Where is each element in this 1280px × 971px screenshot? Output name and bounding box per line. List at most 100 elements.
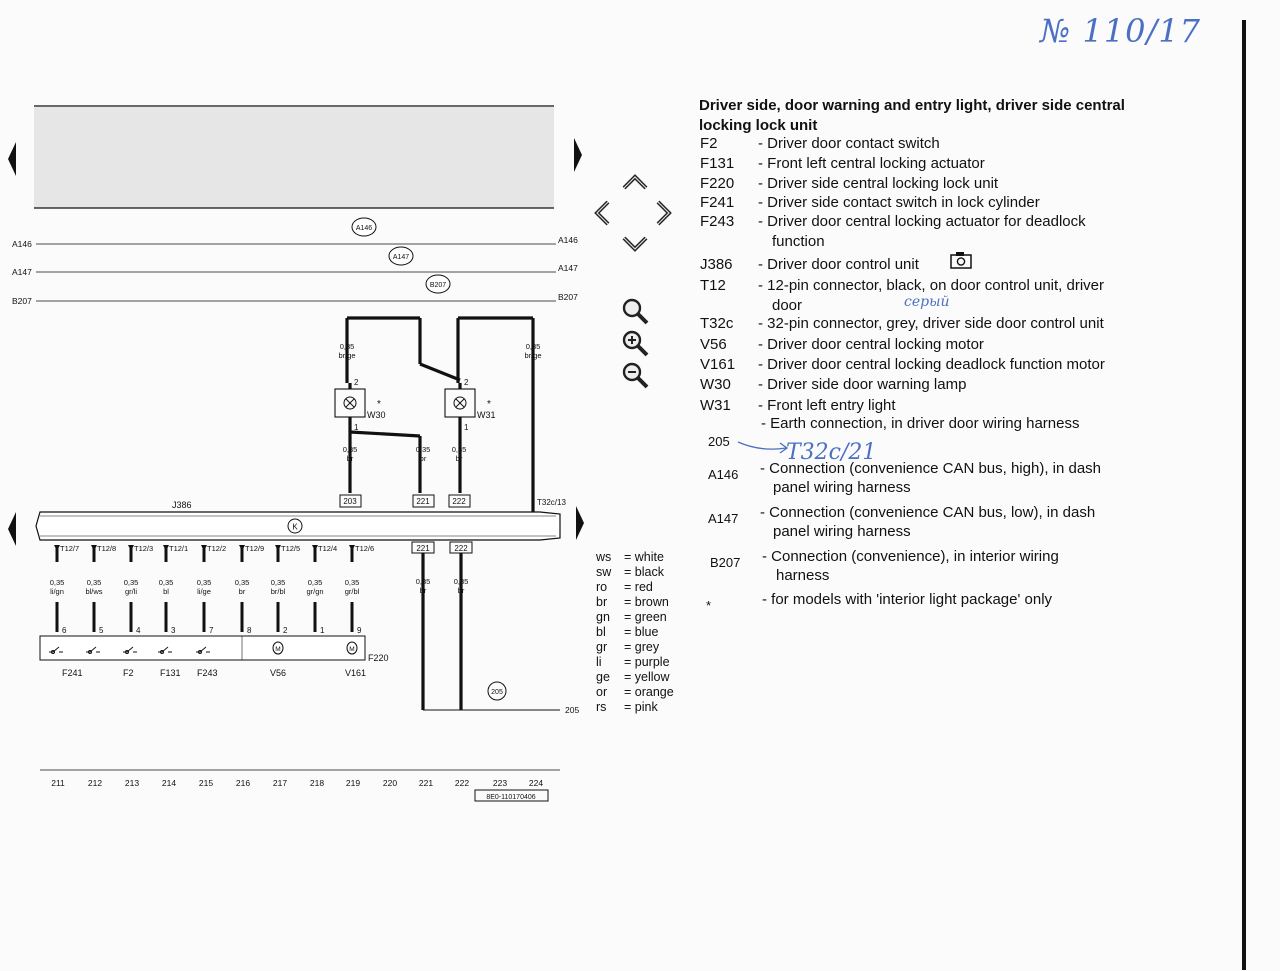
legend-code: F220 <box>700 175 735 192</box>
wire-size: 0,35 <box>124 578 139 587</box>
wire-size: 0,35 <box>271 578 286 587</box>
motor-icon <box>346 641 358 655</box>
page-next-arrow-bottom-icon[interactable] <box>574 504 586 547</box>
component-label: V161 <box>345 668 366 678</box>
color-equals: = <box>624 595 635 609</box>
scroll-down-icon[interactable] <box>620 234 650 259</box>
wire-color: gr/li <box>125 587 137 596</box>
lamp-pin-bottom: 1 <box>354 423 359 432</box>
camera-icon[interactable] <box>950 251 972 274</box>
wire-color: br <box>420 586 427 595</box>
bus-connection-label: A147 <box>393 254 409 261</box>
grid-number: 212 <box>88 778 102 788</box>
color-name: yellow <box>634 670 670 684</box>
lamp-cross <box>455 398 465 408</box>
color-equals: = <box>624 565 635 579</box>
page-prev-arrow-bottom-icon[interactable] <box>6 510 18 553</box>
page-next-arrow-top-icon[interactable] <box>572 136 584 179</box>
grid-number: 211 <box>51 778 65 788</box>
color-legend-item: gr= grey <box>596 640 659 655</box>
legend-description: - 12-pin connector, black, on door contr… <box>758 277 1105 294</box>
wire-size: 0,35 <box>345 578 360 587</box>
color-code: ge <box>596 670 610 684</box>
color-code: or <box>596 685 608 699</box>
scroll-left-icon[interactable] <box>592 198 612 233</box>
switch-contact <box>198 650 202 654</box>
page-prev-arrow-top-icon[interactable] <box>6 140 18 183</box>
legend-description: - Driver side door warning lamp <box>758 376 967 393</box>
legend-description: - Front left entry light <box>758 397 896 414</box>
wire-color: gr/gn <box>306 587 323 596</box>
color-equals: = <box>624 640 635 654</box>
grid-number: 223 <box>493 778 507 788</box>
k-circle <box>287 518 303 534</box>
wire-size: 0,35 <box>416 445 431 454</box>
lamp-name: W30 <box>367 410 386 420</box>
color-name: white <box>634 550 664 564</box>
scroll-up-icon[interactable] <box>620 172 650 197</box>
color-code: br <box>596 595 608 609</box>
bus-connection-label: B207 <box>430 282 446 289</box>
wire-color: gr/bl <box>345 587 360 596</box>
zoom-fit-icon[interactable] <box>620 296 650 331</box>
color-code: bl <box>596 625 606 639</box>
wire-size: 0,35 <box>197 578 212 587</box>
earth-circle-label: 205 <box>491 689 503 696</box>
legend-code: A146 <box>708 467 739 482</box>
ref-box <box>412 494 435 508</box>
earth-label: 205 <box>565 705 579 715</box>
scroll-right-icon[interactable] <box>654 198 674 233</box>
pin-number: 7 <box>209 626 214 635</box>
switch-symbol <box>86 646 100 653</box>
color-name: blue <box>634 625 659 639</box>
color-code: gn <box>596 610 610 624</box>
lamp-name: W31 <box>477 410 496 420</box>
lamp-star: * <box>487 399 491 410</box>
wire-size: 0,35 <box>308 578 323 587</box>
lamp-star: * <box>377 399 381 410</box>
zoom-out-icon[interactable] <box>620 360 650 395</box>
legend-code: W31 <box>700 397 731 414</box>
wire-size: 0,35 <box>87 578 102 587</box>
legend-code: A147 <box>708 511 739 526</box>
switch-symbol <box>123 646 137 653</box>
zoom-in-icon[interactable] <box>620 328 650 363</box>
handwritten-grey-note: серый <box>904 294 950 310</box>
wire-color: li/gn <box>50 587 64 596</box>
legend-description: function <box>772 233 825 250</box>
component-label: F241 <box>62 668 83 678</box>
wire-color: br <box>239 587 246 596</box>
switch-contact <box>88 650 92 654</box>
pin-label: T12/4 <box>318 544 337 553</box>
legend-code: F2 <box>700 135 718 152</box>
earth-circle <box>487 681 507 701</box>
color-name: purple <box>634 655 670 669</box>
component-label: F220 <box>368 653 389 663</box>
wire-size: 0,35 <box>235 578 250 587</box>
wire-color: bl <box>163 587 169 596</box>
color-code: sw <box>596 565 612 579</box>
switch-symbol <box>49 646 63 653</box>
grid-number: 219 <box>346 778 360 788</box>
legend-code: F241 <box>700 194 735 211</box>
bus-line-label-left: A147 <box>12 267 32 277</box>
color-legend-item: gn= green <box>596 610 667 625</box>
grid-number: 224 <box>529 778 543 788</box>
switch-contact <box>125 650 129 654</box>
color-legend-item: sw= black <box>596 565 664 580</box>
lamp-pin-bottom: 1 <box>464 423 469 432</box>
legend-code: 205 <box>708 434 730 449</box>
wire-size: 0,35 <box>526 342 541 351</box>
grid-number: 217 <box>273 778 287 788</box>
legend-description: - Connection (convenience CAN bus, high)… <box>760 460 1102 477</box>
wire-color: br/ge <box>338 351 355 360</box>
wire-color: br <box>347 454 354 463</box>
component-label: F2 <box>123 668 134 678</box>
legend-description: - Driver door central locking motor <box>758 336 984 353</box>
motor-symbol: M <box>275 646 280 653</box>
legend-code: J386 <box>700 256 733 273</box>
color-name: pink <box>634 700 658 714</box>
drawing-code-box <box>474 789 549 802</box>
wire-color: br <box>420 454 427 463</box>
lamp-cross <box>345 398 355 408</box>
